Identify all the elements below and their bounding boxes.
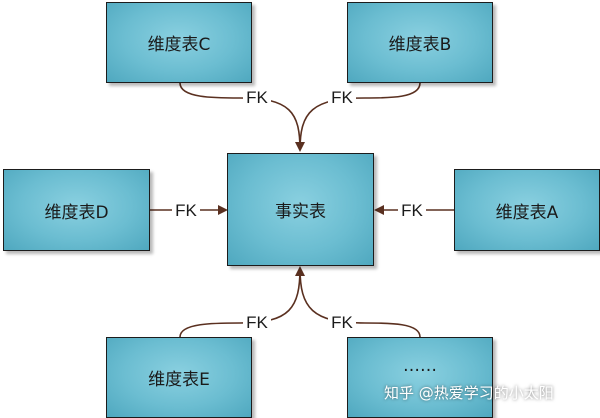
fk-label-b: FK — [328, 87, 356, 107]
fact-table-label: 事实表 — [275, 202, 326, 222]
fk-label-more: FK — [328, 312, 356, 332]
svg-text:FK: FK — [401, 201, 423, 220]
connector-c-to-fact — [179, 82, 305, 152]
dimension-table-d-label: 维度表D — [44, 202, 109, 223]
fact-table: 事实表 — [227, 153, 374, 266]
dimension-table-d: 维度表D — [3, 169, 150, 251]
fk-label-a: FK — [398, 199, 426, 220]
svg-text:FK: FK — [331, 313, 353, 332]
fk-label-e: FK — [243, 312, 271, 332]
connector-more-to-fact — [299, 267, 421, 338]
dimension-table-more: …… — [347, 337, 493, 418]
svg-text:FK: FK — [246, 88, 268, 107]
dimension-table-more-label: …… — [403, 356, 437, 376]
svg-text:FK: FK — [331, 88, 353, 107]
dimension-table-b-label: 维度表B — [388, 35, 452, 55]
dimension-table-a: 维度表A — [454, 169, 600, 251]
fk-label-c: FK — [243, 87, 271, 107]
connector-e-to-fact — [179, 266, 305, 338]
fk-label-d: FK — [172, 199, 200, 220]
dimension-table-e-label: 维度表E — [148, 370, 210, 390]
svg-text:FK: FK — [175, 201, 197, 220]
dimension-table-c-label: 维度表C — [147, 35, 211, 55]
svg-text:FK: FK — [246, 313, 268, 332]
connector-b-to-fact — [299, 82, 421, 151]
dimension-table-a-label: 维度表A — [495, 202, 559, 223]
dimension-table-b: 维度表B — [347, 2, 493, 83]
watermark: 知乎 @热爱学习的小太阳 — [384, 384, 554, 402]
dimension-table-e: 维度表E — [106, 337, 252, 418]
dimension-table-c: 维度表C — [106, 2, 252, 83]
